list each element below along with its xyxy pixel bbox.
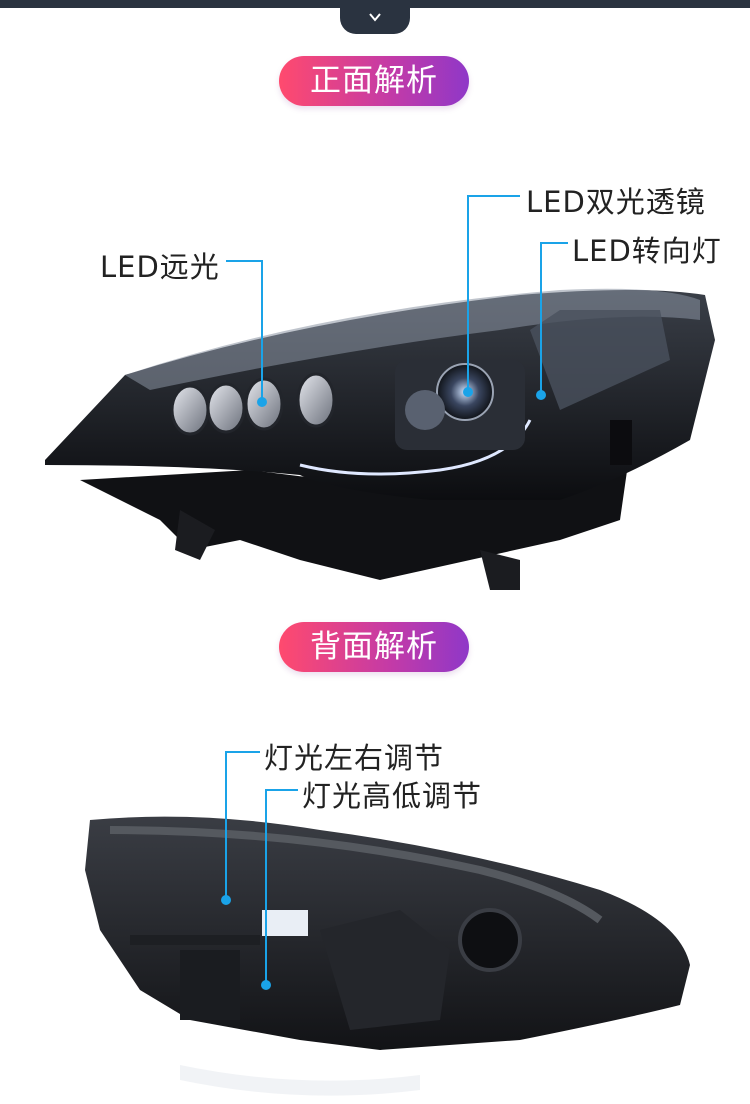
headlight-front-image [45,288,715,590]
callout-led-high-beam: LED远光 [100,250,220,284]
callout-led-bi-lens: LED双光透镜 [526,185,706,219]
collapse-toggle[interactable] [340,0,410,34]
chevron-down-icon [369,13,381,22]
callout-vertical-adjust: 灯光高低调节 [302,779,483,813]
callout-led-turn-signal: LED转向灯 [572,234,722,268]
section-title-front: 正面解析 [279,56,469,106]
callout-horizontal-adjust: 灯光左右调节 [264,741,445,775]
headlight-back-image [85,816,690,1096]
section-title-back: 背面解析 [279,622,469,672]
